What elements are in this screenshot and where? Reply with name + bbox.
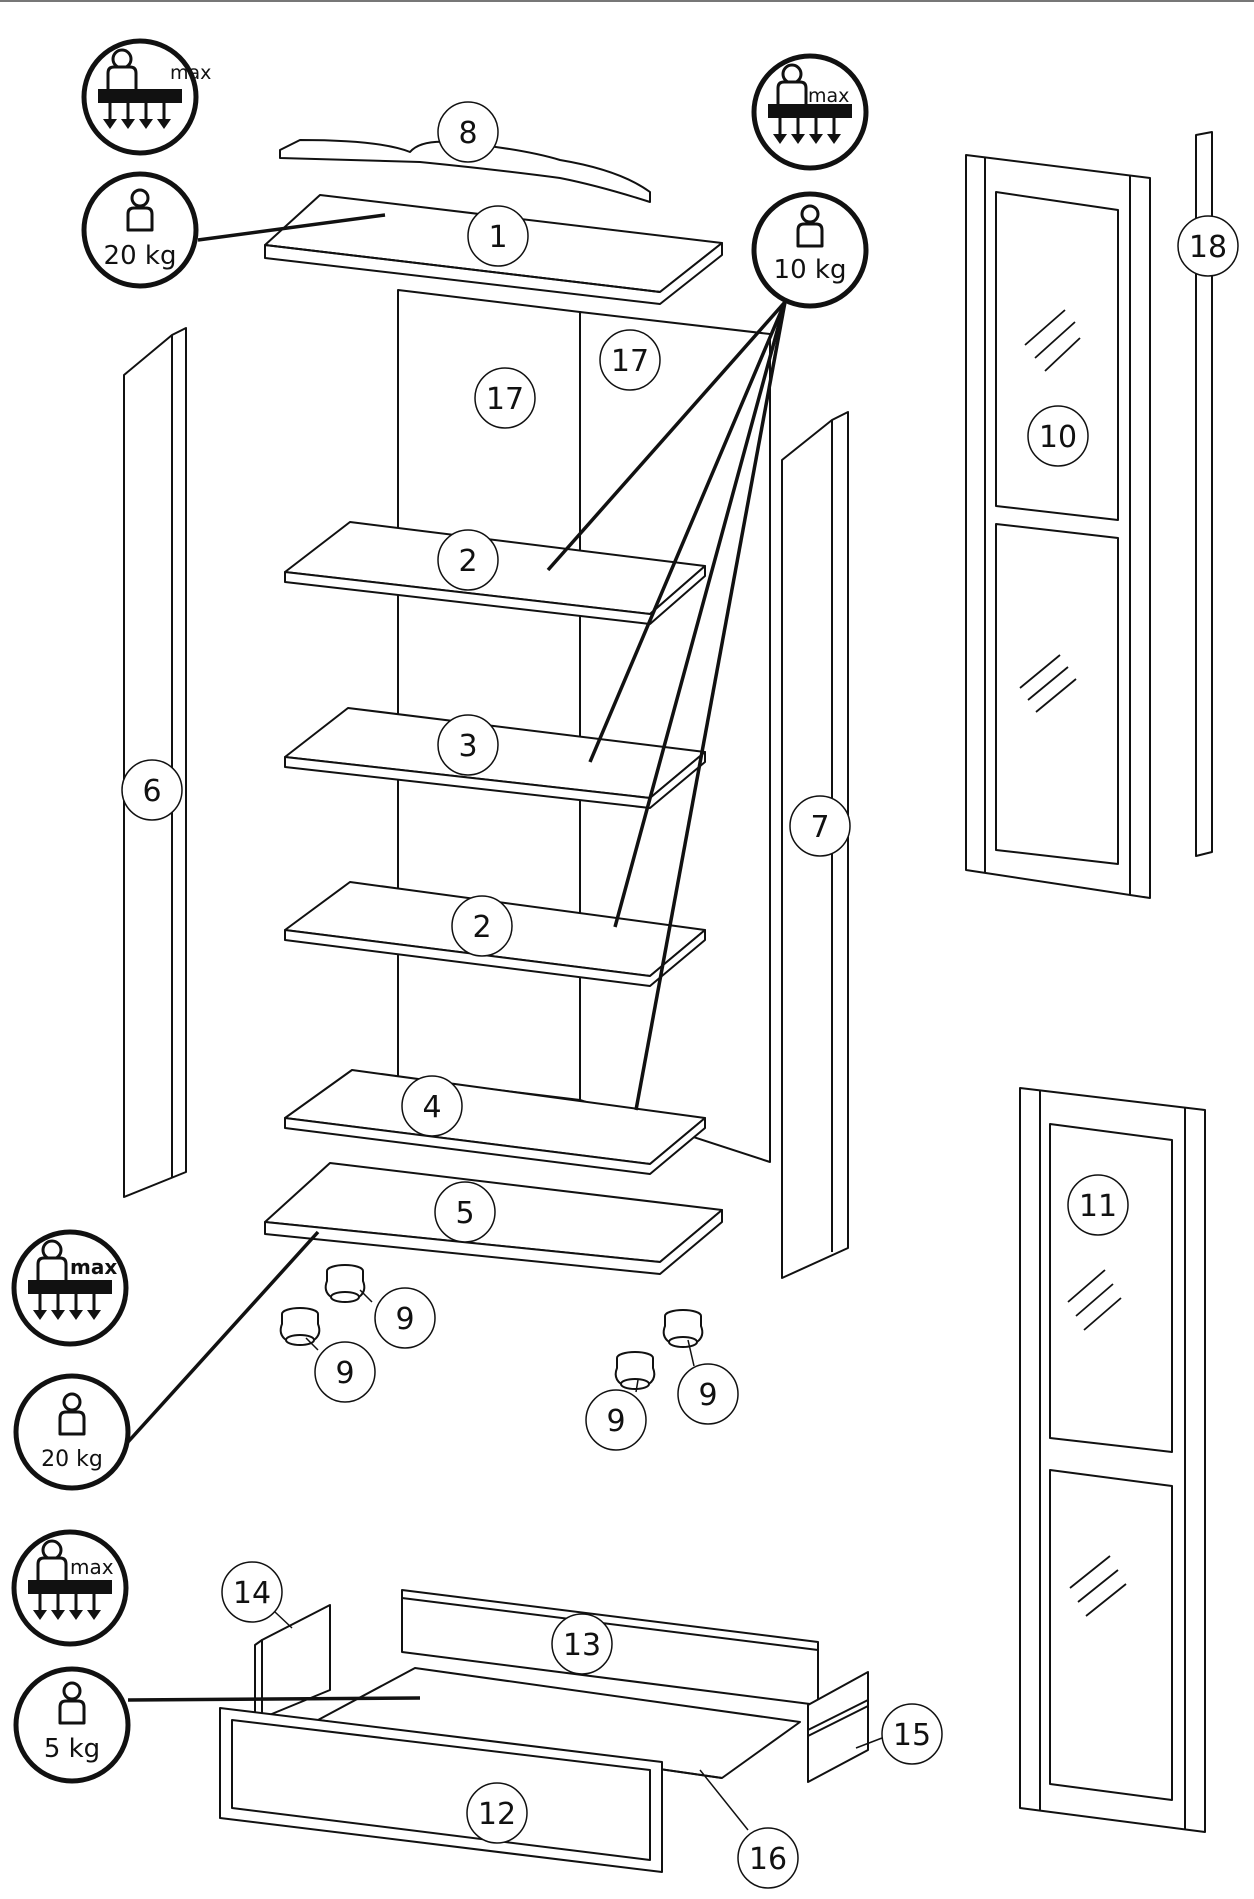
weight-label-shelves: 10 kg	[774, 255, 847, 285]
callout-pointers	[274, 1289, 883, 1831]
part-9-feet	[279, 1264, 704, 1390]
svg-text:14: 14	[233, 1576, 271, 1611]
part-12-drawer-front	[219, 1707, 663, 1873]
callout-9-b: 9	[314, 1341, 376, 1403]
part-14-drawer-left-side	[254, 1604, 331, 1719]
callout-14: 14	[221, 1561, 283, 1623]
svg-text:2: 2	[472, 910, 491, 945]
leader-lines	[126, 213, 787, 1702]
svg-text:9: 9	[698, 1378, 717, 1413]
svg-text:2: 2	[458, 544, 477, 579]
part-15-drawer-right-side	[807, 1671, 869, 1783]
top-border-line	[0, 0, 1254, 2]
callout-2-upper: 2	[437, 529, 499, 591]
max-label-3: max	[70, 1255, 117, 1279]
part-10-upper-door	[965, 154, 1151, 899]
callout-1: 1	[467, 205, 529, 267]
callout-13: 13	[551, 1613, 613, 1675]
callout-16: 16	[737, 1827, 799, 1889]
weight-badge-drawer: 5 kg	[13, 1666, 131, 1784]
weight-badge-top: 20 kg	[81, 171, 199, 289]
svg-text:10: 10	[1039, 420, 1077, 455]
callout-15: 15	[881, 1703, 943, 1765]
svg-text:4: 4	[422, 1090, 441, 1125]
callout-5: 5	[434, 1181, 496, 1243]
max-label-2: max	[808, 85, 849, 107]
weight-label-top: 20 kg	[104, 241, 177, 271]
part-11-lower-door	[1019, 1087, 1206, 1833]
max-label-1: max	[170, 62, 211, 84]
callout-17-left: 17	[474, 367, 536, 429]
svg-text:18: 18	[1189, 230, 1227, 265]
callout-7: 7	[789, 795, 851, 857]
callout-10: 10	[1027, 405, 1089, 467]
svg-text:9: 9	[606, 1404, 625, 1439]
callout-18: 18	[1177, 215, 1239, 277]
part-4-shelf	[284, 1069, 706, 1175]
svg-text:17: 17	[486, 382, 524, 417]
svg-text:1: 1	[488, 220, 507, 255]
svg-text:13: 13	[563, 1628, 601, 1663]
weight-badge-shelves: 10 kg	[751, 191, 869, 309]
svg-text:9: 9	[335, 1356, 354, 1391]
part-10-glass-marks	[1019, 309, 1081, 713]
svg-text:3: 3	[458, 729, 477, 764]
callout-8: 8	[437, 101, 499, 163]
callout-3: 3	[437, 714, 499, 776]
callout-9-a: 9	[374, 1287, 436, 1349]
callout-9-d: 9	[585, 1389, 647, 1451]
callout-11: 11	[1067, 1174, 1129, 1236]
svg-text:9: 9	[395, 1302, 414, 1337]
max-load-icon-bottom-left: max	[14, 1532, 126, 1644]
svg-text:16: 16	[749, 1842, 787, 1877]
svg-text:6: 6	[142, 774, 161, 809]
weight-badge-bottom: 20 kg	[13, 1373, 131, 1491]
svg-text:7: 7	[810, 810, 829, 845]
part-11-glass-marks	[1067, 1269, 1127, 1617]
max-load-icon-top-right: max	[754, 56, 866, 168]
callout-12: 12	[466, 1782, 528, 1844]
callout-6: 6	[121, 759, 183, 821]
part-callouts: 8 1 17 17 2 3 2 4 5 6 7 10 18 11 9 9 9 9…	[121, 101, 1239, 1889]
max-load-icon-mid-left: max	[14, 1232, 126, 1344]
callout-9-c: 9	[677, 1363, 739, 1425]
svg-text:8: 8	[458, 116, 477, 151]
callout-17-right: 17	[599, 329, 661, 391]
weight-label-bottom: 20 kg	[41, 1447, 103, 1472]
callout-4: 4	[401, 1075, 463, 1137]
svg-text:11: 11	[1079, 1189, 1117, 1224]
svg-text:5: 5	[455, 1196, 474, 1231]
max-load-icon-top-left: max	[84, 41, 211, 153]
max-label-4: max	[70, 1555, 114, 1579]
callout-2-lower: 2	[451, 895, 513, 957]
weight-label-drawer: 5 kg	[44, 1734, 100, 1764]
part-18-strip	[1195, 131, 1213, 857]
part-8-crown	[279, 139, 651, 203]
svg-text:15: 15	[893, 1718, 931, 1753]
svg-text:12: 12	[478, 1797, 516, 1832]
svg-text:17: 17	[611, 344, 649, 379]
